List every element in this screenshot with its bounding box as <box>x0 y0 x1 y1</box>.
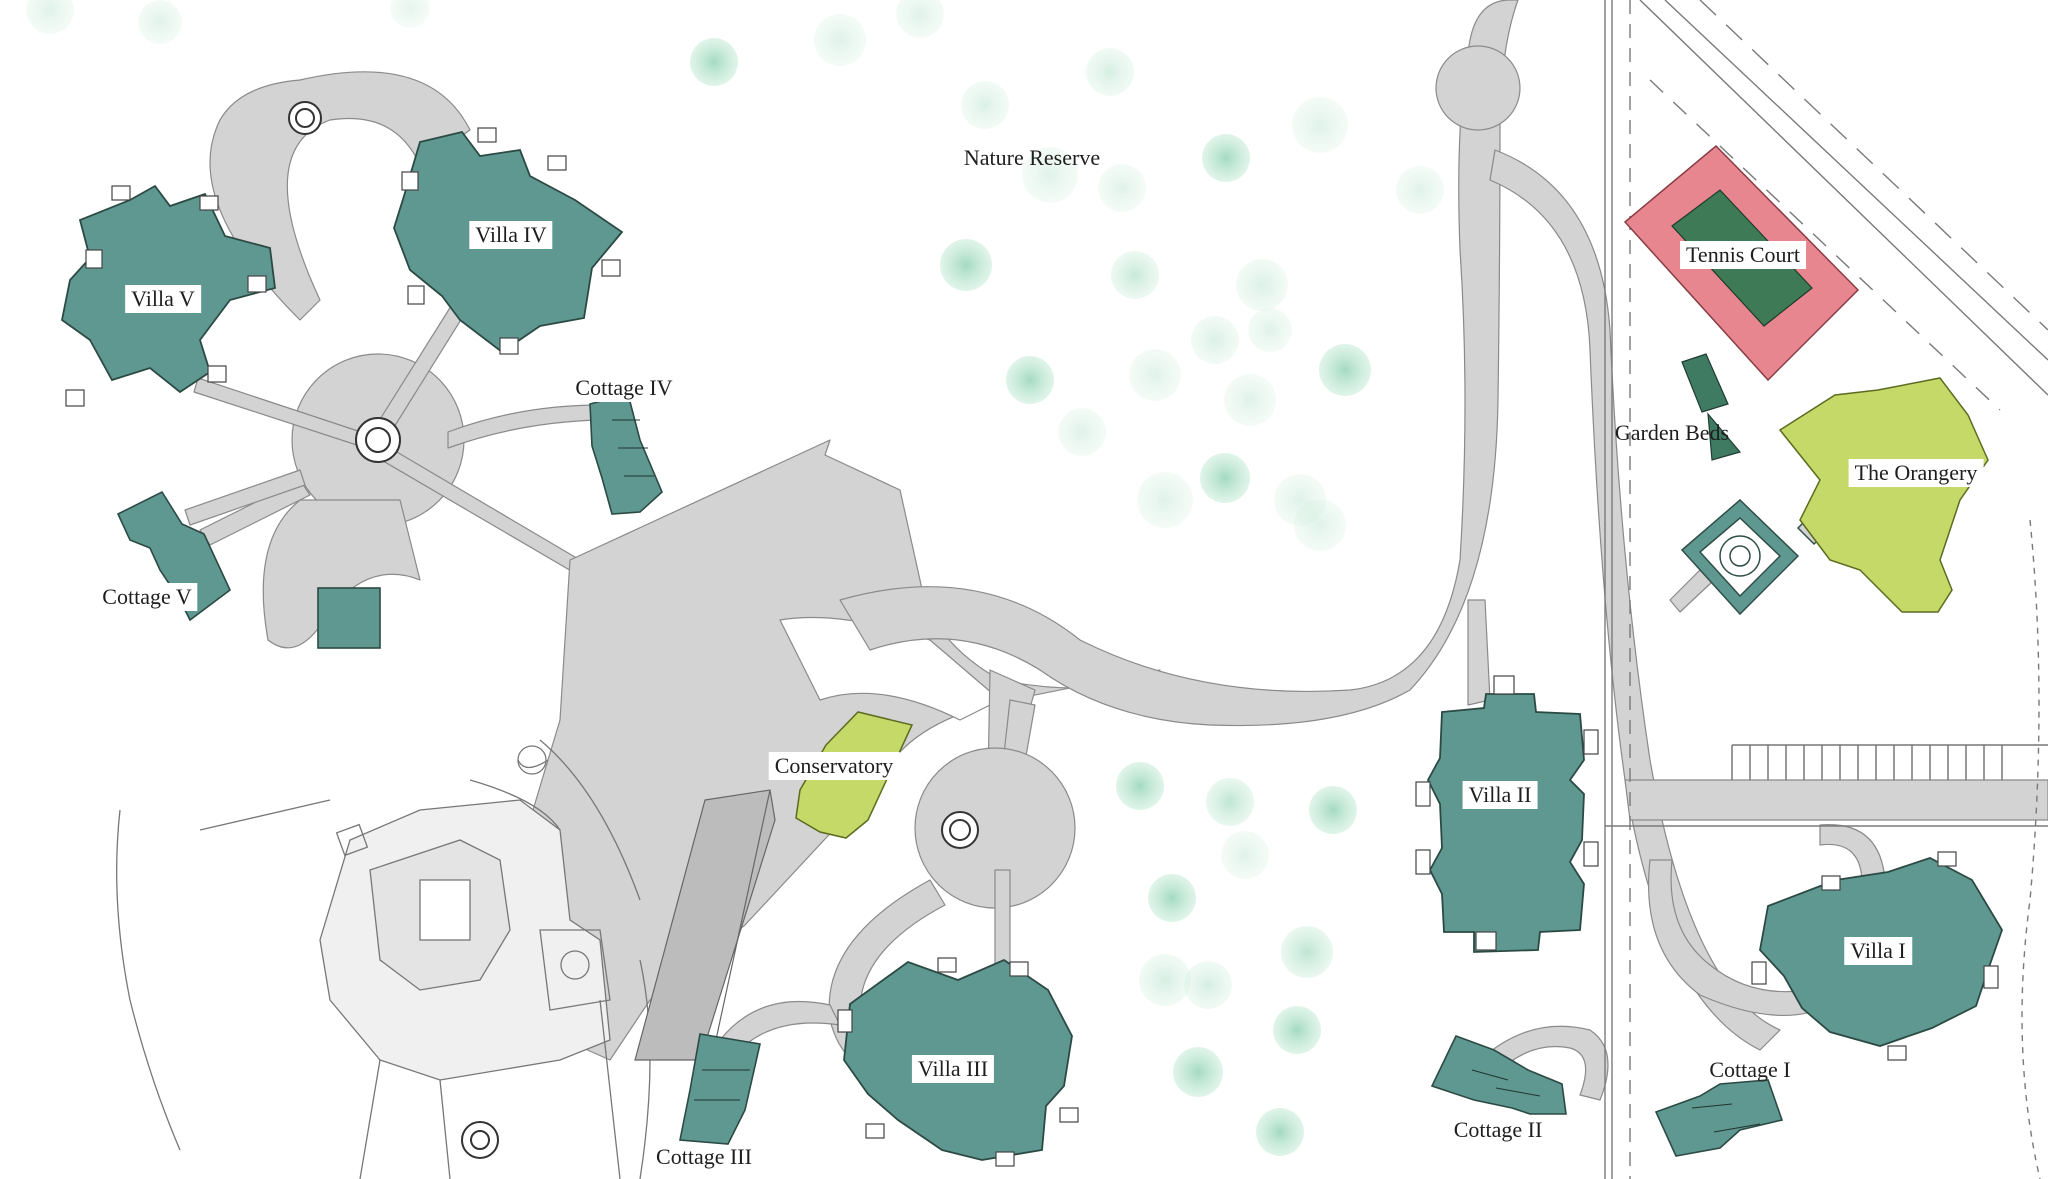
the-orangery-building <box>1778 377 1989 613</box>
label-villa-i: Villa I <box>1844 937 1912 965</box>
label-villa-iv: Villa IV <box>469 221 553 249</box>
driveway-slab <box>634 789 776 1061</box>
label-the-orangery: The Orangery <box>1848 459 1984 487</box>
villa-decks <box>65 127 1999 1167</box>
cottage-details <box>612 419 1761 1133</box>
label-cottage-i: Cottage I <box>1709 1057 1791 1082</box>
label-villa-ii: Villa II <box>1462 781 1538 809</box>
label-villa-iii: Villa III <box>911 1055 995 1083</box>
parking-lines <box>1731 744 2048 780</box>
label-cottage-ii: Cottage II <box>1453 1117 1543 1142</box>
label-cottage-iv: Cottage IV <box>569 374 679 402</box>
label-nature-reserve: Nature Reserve <box>963 145 1101 170</box>
label-conservatory: Conservatory <box>768 752 900 780</box>
trees <box>26 0 1444 1156</box>
property-lines <box>1604 0 2048 1179</box>
label-garden-beds: Garden Beds <box>1614 420 1730 445</box>
garden-beds <box>1681 353 1742 461</box>
label-cottage-v: Cottage V <box>96 583 198 611</box>
label-villa-v: Villa V <box>125 285 201 313</box>
label-tennis-court: Tennis Court <box>1680 241 1806 269</box>
main-house-drawing <box>116 739 651 1179</box>
label-cottage-iii: Cottage III <box>656 1144 752 1169</box>
